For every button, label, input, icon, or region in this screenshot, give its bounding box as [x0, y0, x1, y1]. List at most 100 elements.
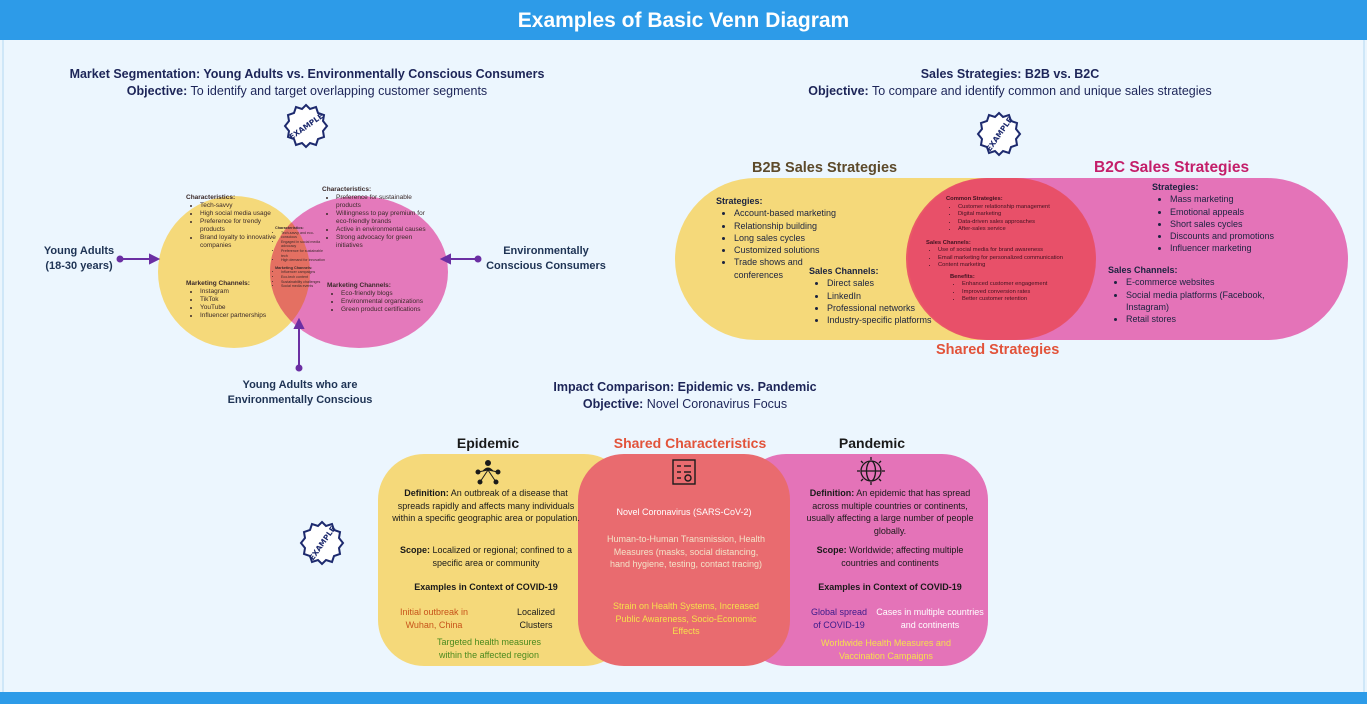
list-item: Instagram	[200, 288, 276, 296]
list-item: Social media events	[281, 284, 325, 289]
market-objective: Objective: To identify and target overla…	[62, 84, 552, 98]
epidemic-scope: Scope: Localized or regional; confined t…	[388, 544, 584, 569]
label-line: Environmentally	[503, 245, 589, 257]
sales-title: Sales Strategies: B2B vs. B2C	[920, 67, 1100, 81]
eco-consumers-details: Characteristics: Preference for sustaina…	[322, 186, 432, 250]
ya-char-title: Characteristics:	[186, 194, 236, 201]
list-item: Professional networks	[827, 302, 939, 314]
example-badge-icon: EXAMPLE	[299, 520, 345, 566]
example-badge-icon: EXAMPLE	[976, 111, 1022, 157]
impact-objective: Objective: Novel Coronavirus Focus	[500, 397, 870, 411]
epi-scope-label: Scope:	[399, 545, 430, 555]
epi-def-label: Definition:	[404, 488, 449, 498]
list-item: Improved conversion rates	[962, 289, 1082, 297]
list-item: Preference for sustainable tech	[281, 249, 325, 258]
list-item: Discounts and promotions	[1170, 230, 1292, 242]
pan-def-label: Definition:	[809, 488, 855, 498]
list-item: Influencer marketing	[1170, 242, 1292, 254]
epidemic-examples-title: Examples in Context of COVID-19	[414, 582, 558, 592]
list-item: Customized solutions	[734, 244, 846, 256]
eco-consumers-channels: Marketing Channels: Eco-friendly blogs E…	[327, 282, 427, 314]
list-item: High demand for innovation	[281, 258, 325, 263]
eco-char-title: Characteristics:	[322, 186, 372, 193]
eco-mkt-title: Marketing Channels:	[327, 282, 391, 289]
list-item: Engaged in social media advocacy	[281, 240, 325, 249]
list-item: Data-driven sales approaches	[958, 219, 1082, 227]
market-objective-text: To identify and target overlapping custo…	[187, 84, 488, 98]
b2b-channels: Sales Channels: Direct sales LinkedIn Pr…	[809, 265, 939, 326]
epi-def-text: An outbreak of a disease that spreads ra…	[392, 488, 580, 523]
shared-details: Common Strategies: Customer relationship…	[926, 196, 1082, 304]
market-title: Market Segmentation: Young Adults vs. En…	[69, 67, 545, 81]
sales-objective-text: To compare and identify common and uniqu…	[868, 84, 1212, 98]
impact-title: Impact Comparison: Epidemic vs. Pandemic	[553, 380, 817, 394]
impact-objective-label: Objective:	[582, 397, 644, 411]
b2c-strategies: Strategies: Mass marketing Emotional app…	[1152, 181, 1292, 255]
impact-objective-text: Novel Coronavirus Focus	[643, 397, 788, 411]
list-item: Willingness to pay premium for eco-frien…	[336, 210, 432, 226]
b2c-title: B2C Sales Strategies	[1094, 159, 1250, 176]
b2b-strategies: Strategies: Account-based marketing Rela…	[716, 195, 846, 281]
list-item: Emotional appeals	[1170, 206, 1292, 218]
list-item: Preference for sustainable products	[336, 194, 432, 210]
pandemic-definition: Definition: An epidemic that has spread …	[800, 487, 980, 537]
list-item: Influencer partnerships	[200, 312, 276, 320]
shared-strat-title: Common Strategies:	[946, 196, 1003, 202]
pandemic-example-1: Global spread of COVID-19	[810, 607, 868, 630]
list-item: YouTube	[200, 304, 276, 312]
checklist-icon	[672, 459, 696, 485]
list-item: LinkedIn	[827, 290, 939, 302]
list-item: Account-based marketing	[734, 207, 846, 219]
shared-ben-title: Benefits:	[950, 273, 975, 280]
list-item: Digital marketing	[958, 211, 1082, 219]
pan-def-text: An epidemic that has spread across multi…	[806, 488, 974, 536]
shared-char-1: Novel Coronavirus (SARS-CoV-2)	[616, 507, 752, 517]
epi-scope-text: Localized or regional; confined to a spe…	[429, 545, 573, 568]
ya-mkt-title: Marketing Channels:	[186, 280, 250, 287]
market-objective-label: Objective:	[126, 84, 188, 98]
list-item: Green product certifications	[341, 306, 427, 314]
list-item: Relationship building	[734, 220, 846, 232]
b2c-strat-title: Strategies:	[1152, 182, 1199, 192]
list-item: Environmental organizations	[341, 298, 427, 306]
shared-characteristics-title: Shared Characteristics	[613, 435, 767, 451]
list-item: Strong advocacy for green initiatives	[336, 234, 432, 250]
list-item: Mass marketing	[1170, 193, 1292, 205]
epidemic-example-3: Targeted health measures within the affe…	[436, 637, 542, 660]
epidemic-example-1: Initial outbreak in Wuhan, China	[399, 607, 469, 630]
epidemic-title: Epidemic	[456, 435, 520, 451]
label-line: Young Adults	[43, 245, 115, 257]
list-item: Eco-friendly blogs	[341, 290, 427, 298]
list-item: Eco-tech content	[281, 275, 325, 280]
list-item: E-commerce websites	[1126, 276, 1278, 288]
list-item: Direct sales	[827, 277, 939, 289]
page-title: Examples of Basic Venn Diagram	[0, 0, 1367, 40]
list-item: TikTok	[200, 296, 276, 304]
pan-scope-label: Scope:	[816, 545, 847, 555]
globe-virus-icon	[857, 457, 885, 485]
list-item: Trade shows and conferences	[734, 256, 846, 281]
sales-objective: Objective: To compare and identify commo…	[790, 84, 1230, 98]
list-item: Tech-savvy	[200, 202, 276, 210]
shared-chan-title: Sales Channels:	[926, 239, 971, 246]
pandemic-scope: Scope: Worldwide; affecting multiple cou…	[800, 544, 980, 569]
list-item: Use of social media for brand awareness	[938, 247, 1082, 255]
label-line: (18-30 years)	[45, 260, 113, 272]
shared-strategies-shape	[906, 178, 1096, 340]
list-item: Sustainability challenges	[281, 280, 325, 285]
b2b-strat-title: Strategies:	[716, 196, 763, 206]
pandemic-example-3: Worldwide Health Measures and Vaccinatio…	[821, 638, 951, 661]
list-item: Long sales cycles	[734, 232, 846, 244]
list-item: Short sales cycles	[1170, 218, 1292, 230]
pan-scope-text: Worldwide; affecting multiple countries …	[841, 545, 964, 568]
young-adults-channels: Marketing Channels: Instagram TikTok You…	[186, 280, 276, 320]
list-item: Retail stores	[1126, 313, 1278, 325]
young-adults-label: Young Adults (18-30 years)	[36, 244, 122, 274]
list-item: Enhanced customer engagement	[962, 281, 1082, 289]
b2c-channels: Sales Channels: E-commerce websites Soci…	[1108, 264, 1278, 325]
b2c-chan-title: Sales Channels:	[1108, 265, 1178, 275]
ov-char-title: Characteristics:	[275, 226, 304, 230]
list-item: Preference for trendy products	[200, 218, 276, 234]
list-item: Brand loyalty to innovative companies	[200, 234, 276, 250]
example-badge-icon: EXAMPLE	[283, 103, 329, 149]
